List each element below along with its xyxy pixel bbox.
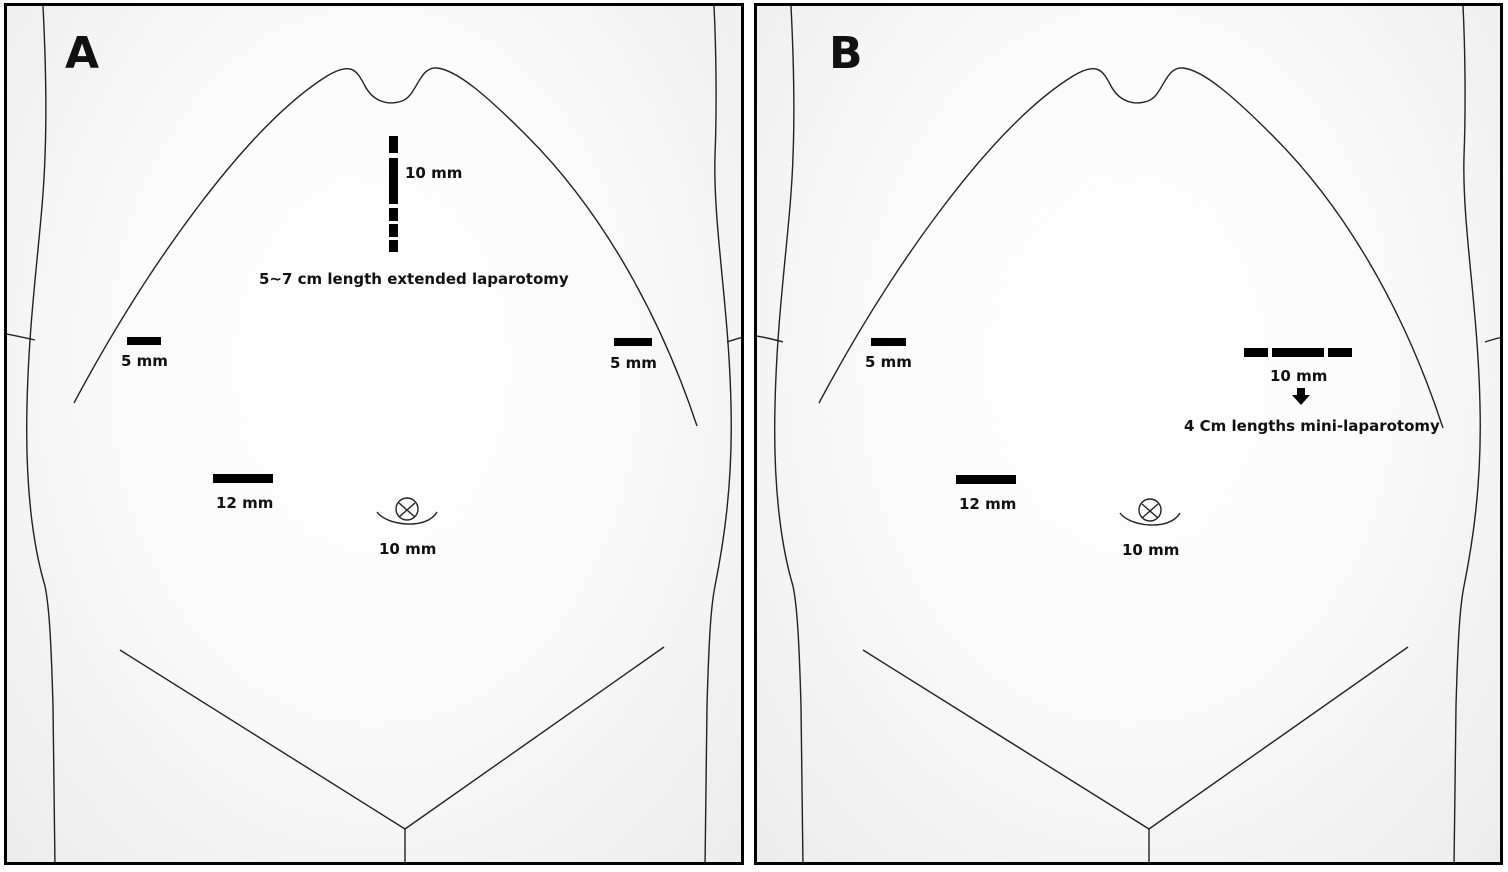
panel-letter: A: [65, 28, 100, 79]
upper-incision-segment: [389, 136, 398, 153]
upper-incision-segment: [389, 240, 398, 252]
torso-outline: [757, 6, 1500, 862]
umbilical-port-label: 10 mm: [1122, 541, 1180, 559]
left-port-mark: [871, 338, 906, 346]
mini-incision-label: 4 Cm lengths mini-laparotomy: [1184, 417, 1440, 435]
lower-left-port-mark: [213, 474, 273, 483]
lower-left-port-label: 12 mm: [216, 494, 274, 512]
extended-incision-label: 5~7 cm length extended laparotomy: [259, 270, 569, 288]
right-port-label: 5 mm: [610, 354, 657, 372]
right-port-label: 10 mm: [1270, 367, 1328, 385]
mini-incision-segment: [1244, 348, 1268, 357]
mini-incision-segment: [1328, 348, 1352, 357]
upper-incision-segment: [389, 158, 398, 204]
left-port-label: 5 mm: [121, 352, 168, 370]
lower-left-port-mark: [956, 475, 1016, 484]
umbilical-port-label: 10 mm: [379, 540, 437, 558]
panel-a: A 10 mm 5~7 cm length extended laparotom…: [4, 3, 744, 865]
upper-incision-segment: [389, 208, 398, 221]
upper-port-label: 10 mm: [405, 164, 463, 182]
mini-incision-segment: [1272, 348, 1324, 357]
right-port-mark: [614, 338, 652, 346]
lower-left-port-label: 12 mm: [959, 495, 1017, 513]
panel-b: B 5 mm 10 mm 4 Cm lengths mini-laparotom…: [754, 3, 1503, 865]
upper-incision-segment: [389, 224, 398, 237]
arrow-down-icon: [1292, 388, 1310, 405]
panel-letter: B: [829, 28, 863, 79]
left-port-label: 5 mm: [865, 353, 912, 371]
left-port-mark: [127, 337, 161, 345]
torso-outline: [7, 6, 741, 862]
